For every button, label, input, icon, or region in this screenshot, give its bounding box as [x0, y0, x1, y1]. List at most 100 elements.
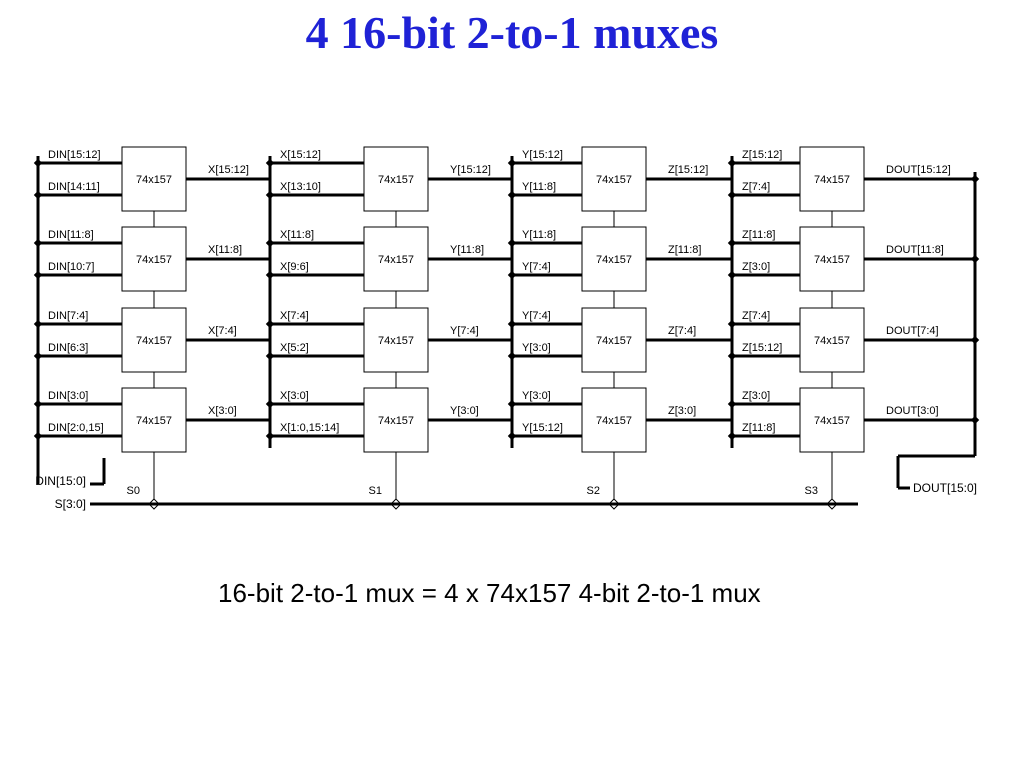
output-label: X[11:8]: [208, 244, 242, 256]
input-label: Z[11:8]: [742, 422, 775, 434]
input-label: DIN[7:4]: [48, 310, 88, 322]
bus-tap: [33, 399, 43, 409]
bus-tap: [507, 399, 517, 409]
chip-label: 74x157: [378, 174, 414, 186]
input-label: DIN[14:11]: [48, 181, 100, 193]
bus-tap: [727, 158, 737, 168]
select-label: S3: [805, 485, 818, 497]
output-label: Y[15:12]: [450, 164, 491, 176]
input-label: X[3:0]: [280, 390, 309, 402]
chip-label: 74x157: [378, 335, 414, 347]
bus-tap: [507, 431, 517, 441]
bus-tap: [970, 174, 980, 184]
input-label: X[13:10]: [280, 181, 321, 193]
bus-tap: [727, 351, 737, 361]
mux-chip: [799, 146, 865, 212]
bus-tap: [33, 431, 43, 441]
output-label: DOUT[11:8]: [886, 244, 944, 256]
input-label: Z[15:12]: [742, 342, 782, 354]
bus-tap: [727, 431, 737, 441]
bus-tap: [507, 158, 517, 168]
input-label: X[1:0,15:14]: [280, 422, 339, 434]
bus-tap: [507, 319, 517, 329]
mux-chip: [581, 146, 647, 212]
output-label: Y[3:0]: [450, 405, 479, 417]
output-label: DOUT[3:0]: [886, 405, 939, 417]
input-label: DIN[6:3]: [48, 342, 88, 354]
input-label: Z[7:4]: [742, 310, 770, 322]
input-label: DIN[10:7]: [48, 261, 94, 273]
bus-tap: [265, 319, 275, 329]
bus-tap: [727, 399, 737, 409]
bus-tap: [33, 270, 43, 280]
input-label: Y[7:4]: [522, 261, 551, 273]
input-label: DIN[15:12]: [48, 149, 101, 161]
mux-chip: [363, 307, 429, 373]
chip-label: 74x157: [814, 415, 850, 427]
bus-tap: [507, 351, 517, 361]
input-label: X[5:2]: [280, 342, 309, 354]
chip-label: 74x157: [378, 254, 414, 266]
bus-tap: [265, 431, 275, 441]
input-label: DIN[11:8]: [48, 229, 94, 241]
output-label: DOUT[7:4]: [886, 325, 939, 337]
mux-chip: [121, 307, 187, 373]
select-label: S2: [587, 485, 600, 497]
input-label: DIN[3:0]: [48, 390, 88, 402]
output-label: X[7:4]: [208, 325, 237, 337]
chip-label: 74x157: [596, 174, 632, 186]
output-label: DOUT[15:12]: [886, 164, 951, 176]
chip-label: 74x157: [596, 335, 632, 347]
din-bus-label: DIN[15:0]: [35, 474, 86, 488]
output-label: Y[7:4]: [450, 325, 479, 337]
mux-chip: [581, 226, 647, 292]
bus-tap: [265, 238, 275, 248]
output-label: X[3:0]: [208, 405, 237, 417]
dout-bus-label: DOUT[15:0]: [913, 481, 977, 495]
bus-tap: [507, 270, 517, 280]
select-bus-label: S[3:0]: [55, 497, 86, 511]
bus-tap: [970, 415, 980, 425]
input-label: Y[7:4]: [522, 310, 551, 322]
input-label: Z[7:4]: [742, 181, 770, 193]
chip-label: 74x157: [136, 174, 172, 186]
input-label: Y[3:0]: [522, 342, 551, 354]
input-label: Z[3:0]: [742, 390, 770, 402]
chip-label: 74x157: [814, 335, 850, 347]
input-label: X[9:6]: [280, 261, 309, 273]
input-label: Z[3:0]: [742, 261, 770, 273]
select-label: S0: [127, 485, 140, 497]
output-label: Z[11:8]: [668, 244, 701, 256]
bus-tap: [727, 238, 737, 248]
bus-tap: [33, 238, 43, 248]
bus-tap: [507, 190, 517, 200]
output-label: Z[15:12]: [668, 164, 708, 176]
input-label: X[15:12]: [280, 149, 321, 161]
input-label: Z[15:12]: [742, 149, 782, 161]
mux-chip: [581, 387, 647, 453]
input-label: Y[11:8]: [522, 229, 556, 241]
input-label: Y[15:12]: [522, 422, 563, 434]
slide-title: 4 16-bit 2-to-1 muxes: [305, 7, 719, 58]
bus-tap: [265, 158, 275, 168]
select-label: S1: [369, 485, 382, 497]
mux-chip: [799, 307, 865, 373]
chip-label: 74x157: [596, 415, 632, 427]
bus-tap: [33, 158, 43, 168]
barrel-shifter-diagram: DIN[15:12] DIN[14:11] 74x157 X[15:12] DIN[11…: [33, 146, 980, 511]
chip-label: 74x157: [596, 254, 632, 266]
chip-label: 74x157: [814, 254, 850, 266]
bus-tap: [727, 270, 737, 280]
bus-tap: [265, 270, 275, 280]
bus-tap: [727, 190, 737, 200]
bus-tap: [970, 254, 980, 264]
input-label: Y[15:12]: [522, 149, 563, 161]
output-label: Z[7:4]: [668, 325, 696, 337]
chip-label: 74x157: [136, 335, 172, 347]
bus-tap: [33, 319, 43, 329]
output-label: Z[3:0]: [668, 405, 696, 417]
chip-label: 74x157: [378, 415, 414, 427]
bus-tap: [727, 319, 737, 329]
bus-tap: [970, 335, 980, 345]
chip-label: 74x157: [814, 174, 850, 186]
